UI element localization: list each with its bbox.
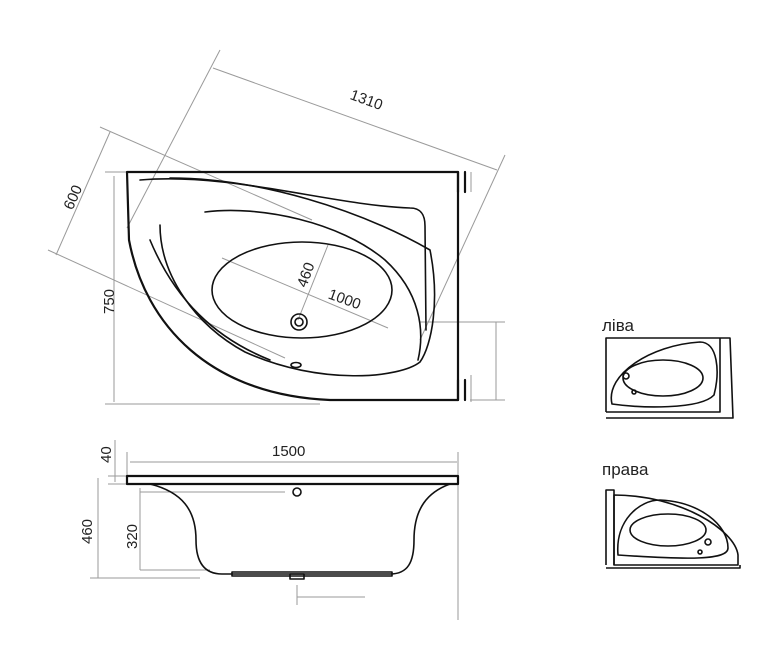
dim-750-label: 750 <box>101 289 118 314</box>
dim-460-depth-label: 460 <box>79 519 96 544</box>
side-view-tub-outline <box>125 474 460 580</box>
side-view: 1500 40 460 320 <box>79 440 460 620</box>
side-view-dimension-lines <box>90 440 459 620</box>
top-view: 1310 600 750 460 1000 <box>47 49 506 405</box>
variant-right: права <box>602 460 741 569</box>
dim-1500-label: 1500 <box>272 443 305 460</box>
top-view-tub-outline <box>125 170 467 402</box>
top-view-dimension-lines <box>47 49 506 405</box>
dim-460-bowl-label: 460 <box>294 260 319 289</box>
dim-320-label: 320 <box>124 524 141 549</box>
dim-40-label: 40 <box>98 446 115 463</box>
variant-left-label: ліва <box>602 316 635 335</box>
variant-right-label: права <box>602 460 649 479</box>
dim-1310-label: 1310 <box>348 87 385 114</box>
dim-600-label: 600 <box>61 183 87 213</box>
variant-left: ліва <box>602 316 734 419</box>
